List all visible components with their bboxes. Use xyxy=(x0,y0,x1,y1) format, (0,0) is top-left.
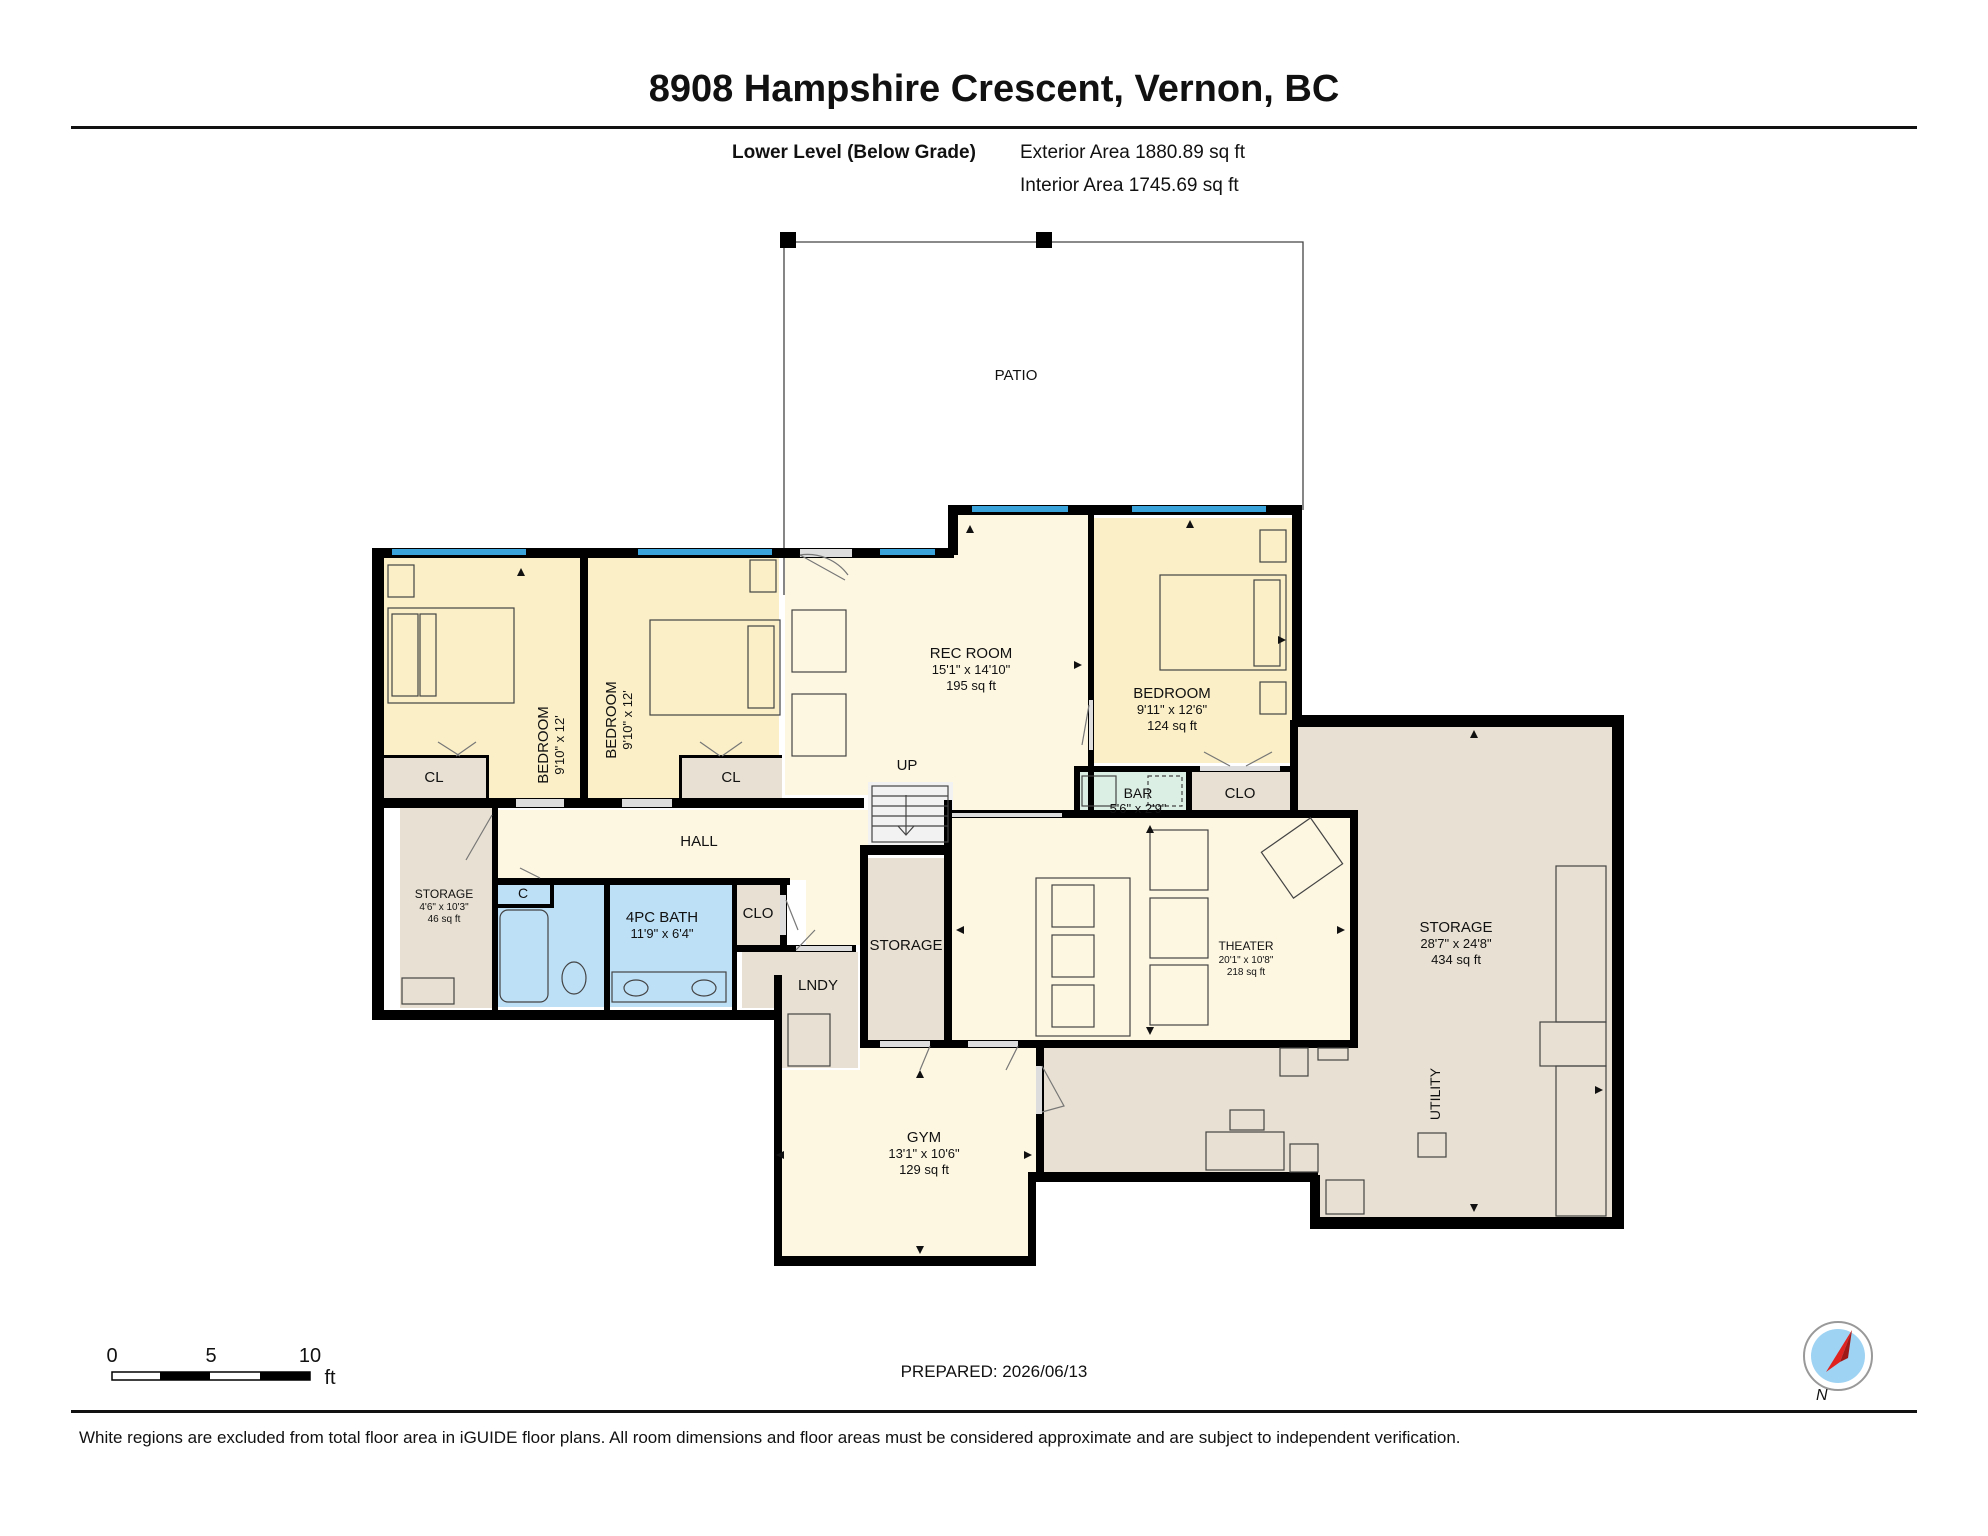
bedroom-east-floor xyxy=(1094,518,1292,763)
scale-tick-5: 5 xyxy=(205,1345,216,1367)
closet-c-label: C xyxy=(518,885,528,901)
patio xyxy=(780,232,1304,595)
exterior-area: Exterior Area 1880.89 sq ft xyxy=(1020,142,1245,163)
page-title: 8908 Hampshire Crescent, Vernon, BC xyxy=(648,68,1340,110)
level-name: Lower Level (Below Grade) xyxy=(732,142,976,163)
gym-area: 129 sq ft xyxy=(899,1162,949,1177)
scale-tick-0: 0 xyxy=(106,1345,117,1367)
gym-floor xyxy=(780,1042,1036,1260)
room-fills xyxy=(384,510,1612,1260)
top-rule xyxy=(71,126,1917,129)
theater-dims: 20'1" x 10'8" xyxy=(1219,955,1274,966)
hall-floor xyxy=(494,810,868,945)
closet-mid-floor xyxy=(682,755,782,800)
bar-label: BAR xyxy=(1124,785,1153,801)
bedroom-east-dims: 9'11" x 12'6" xyxy=(1137,702,1208,717)
door-openings xyxy=(516,549,1280,1114)
storage-large-dims: 28'7" x 24'8" xyxy=(1420,936,1492,951)
storage-small-label: STORAGE xyxy=(415,887,473,901)
bedroom-mid-label: BEDROOM xyxy=(603,681,620,759)
scale-unit: ft xyxy=(324,1367,336,1389)
theater-floor xyxy=(952,818,1352,1040)
scale-tick-10: 10 xyxy=(299,1345,321,1367)
gym-label: GYM xyxy=(907,1129,941,1146)
compass-icon: N xyxy=(1803,1321,1873,1404)
closet-west-floor xyxy=(384,755,486,800)
storage-mid-label: STORAGE xyxy=(869,937,942,954)
bath-label: 4PC BATH xyxy=(626,909,698,926)
bedroom-mid-dims: 9'10" x 12' xyxy=(620,690,635,749)
closet-west-label: CL xyxy=(424,769,443,786)
bedroom-east-label: BEDROOM xyxy=(1133,685,1211,702)
windows xyxy=(392,506,1266,555)
gym-dims: 13'1" x 10'6" xyxy=(888,1146,960,1161)
furniture xyxy=(387,529,1607,1217)
interior-area: Interior Area 1745.69 sq ft xyxy=(1020,175,1239,196)
compass-north-label: N xyxy=(1816,1387,1828,1404)
bar-dims: 5'6" x 2'9" xyxy=(1110,801,1167,816)
closet-east-floor xyxy=(1192,768,1292,818)
stairs-floor xyxy=(868,782,953,847)
bath-floor xyxy=(498,885,732,1007)
closet-east-label: CLO xyxy=(1225,785,1256,802)
rec-room-area: 195 sq ft xyxy=(946,678,996,693)
stairs-up-label: UP xyxy=(897,757,918,774)
storage-small-area: 46 sq ft xyxy=(428,914,461,925)
lndy-label: LNDY xyxy=(798,977,838,994)
dimension-markers xyxy=(517,520,1603,1254)
storage-large-floor xyxy=(1040,725,1612,1218)
closet-mid-label: CL xyxy=(721,769,740,786)
theater-label: THEATER xyxy=(1218,939,1273,953)
rec-room-label: REC ROOM xyxy=(930,645,1013,662)
storage-large-area: 434 sq ft xyxy=(1431,952,1481,967)
utility-label: UTILITY xyxy=(1427,1067,1443,1120)
storage-large-label: STORAGE xyxy=(1419,919,1492,936)
bath-dims: 11'9" x 6'4" xyxy=(630,926,693,941)
hall-label: HALL xyxy=(680,833,718,850)
rec-room-dims: 15'1" x 14'10" xyxy=(932,662,1011,677)
prepared-date: PREPARED: 2026/06/13 xyxy=(900,1362,1088,1381)
room-labels: PATIO REC ROOM 15'1" x 14'10" 195 sq ft … xyxy=(415,367,1493,1177)
closet-bath-label: CLO xyxy=(743,905,774,922)
closet-bath-floor xyxy=(736,885,780,945)
bottom-rule xyxy=(71,1410,1917,1413)
disclaimer-text: White regions are excluded from total fl… xyxy=(79,1428,1461,1447)
lndy-floor xyxy=(742,952,858,1068)
theater-area: 218 sq ft xyxy=(1227,967,1266,978)
bedroom-east-area: 124 sq ft xyxy=(1147,718,1197,733)
scale-bar: 0 5 10 ft xyxy=(106,1345,336,1389)
rec-room-floor xyxy=(785,510,1088,815)
bar-floor xyxy=(1078,772,1186,817)
storage-small-dims: 4'6" x 10'3" xyxy=(419,902,469,913)
bedroom-west-label: BEDROOM xyxy=(535,706,552,784)
patio-label: PATIO xyxy=(995,367,1038,384)
bedroom-west-dims: 9'10" x 12' xyxy=(552,715,567,774)
storage-mid-floor xyxy=(868,858,944,1040)
door-swings xyxy=(437,553,1273,1113)
